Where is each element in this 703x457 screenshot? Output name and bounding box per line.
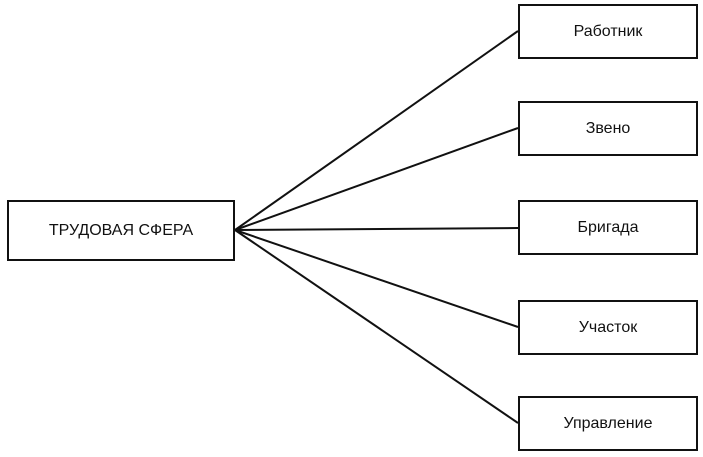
child-node-label: Звено	[585, 119, 631, 137]
root-node: ТРУДОВАЯ СФЕРА	[7, 200, 235, 261]
child-node-label: Бригада	[577, 218, 639, 236]
child-node-label: Работник	[573, 22, 643, 40]
child-node-label: Управление	[563, 414, 653, 432]
child-node-zveno: Звено	[518, 101, 698, 156]
child-node-brigada: Бригада	[518, 200, 698, 255]
connector-to-rabotnik	[234, 30, 519, 231]
connector-to-uchastok	[234, 229, 519, 328]
connector-to-zveno	[234, 127, 519, 231]
child-node-rabotnik: Работник	[518, 4, 698, 59]
connector-to-upravlenie	[234, 229, 519, 424]
connector-to-brigada	[234, 227, 519, 231]
child-node-uchastok: Участок	[518, 300, 698, 355]
child-node-label: Участок	[578, 318, 638, 336]
child-node-upravlenie: Управление	[518, 396, 698, 451]
root-node-label: ТРУДОВАЯ СФЕРА	[48, 221, 194, 239]
